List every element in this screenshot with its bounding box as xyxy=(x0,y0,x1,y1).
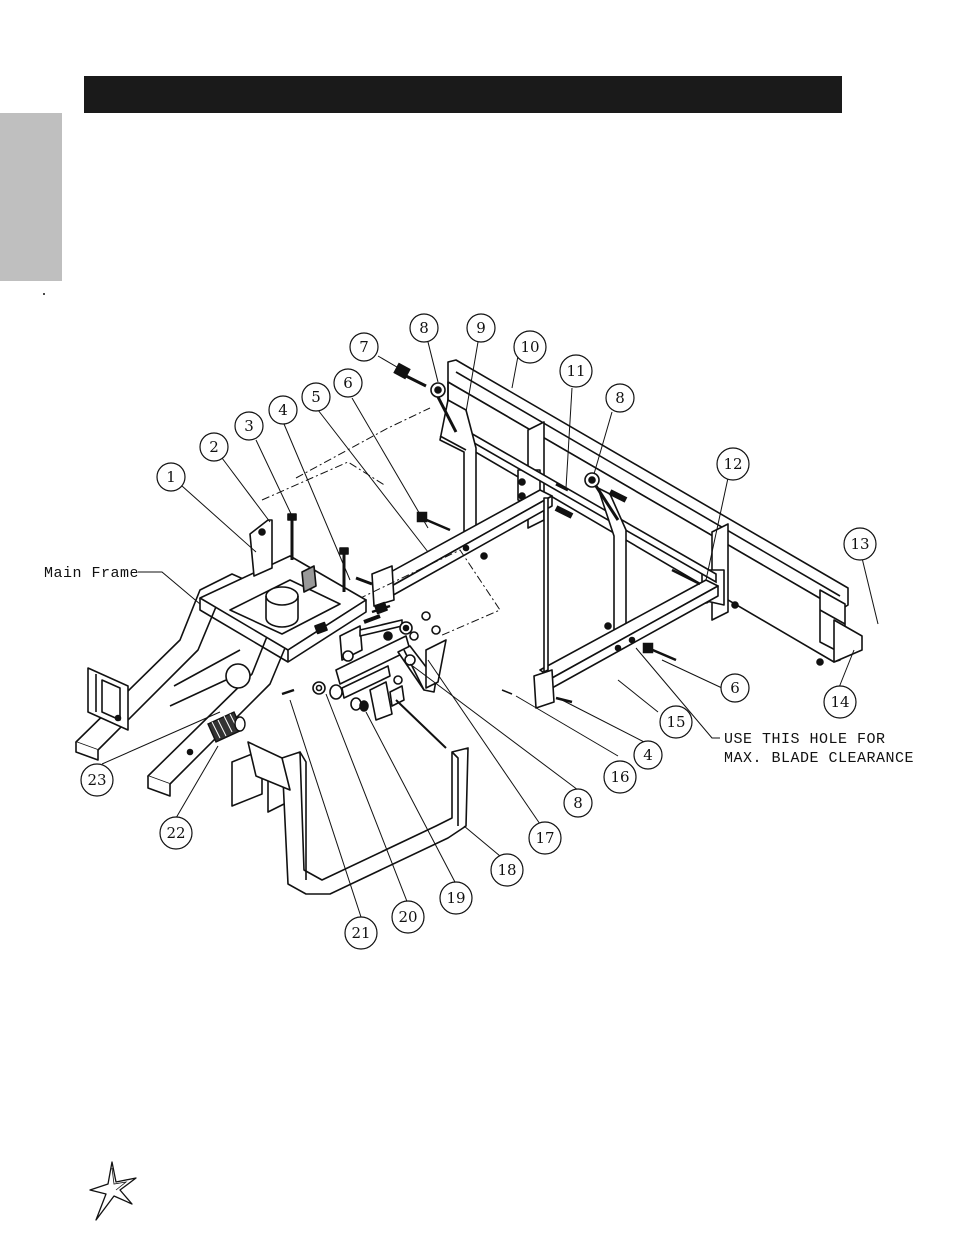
callout-10: 10 xyxy=(513,330,547,364)
svg-text:17: 17 xyxy=(535,829,554,847)
callout-14: 14 xyxy=(823,685,857,719)
callout-22: 22 xyxy=(159,816,193,850)
svg-text:14: 14 xyxy=(830,693,849,711)
callout-8b: 8 xyxy=(605,383,635,413)
callout-6: 6 xyxy=(333,368,363,398)
svg-text:6: 6 xyxy=(343,374,353,392)
blade xyxy=(447,359,863,663)
svg-text:23: 23 xyxy=(87,771,106,789)
callout-1: 1 xyxy=(156,462,186,492)
svg-text:20: 20 xyxy=(398,908,417,926)
callout-5: 5 xyxy=(301,382,331,412)
leader-lines xyxy=(101,341,879,921)
linkage xyxy=(281,601,447,721)
svg-text:21: 21 xyxy=(351,924,370,942)
svg-text:19: 19 xyxy=(446,889,465,907)
callout-8c: 8 xyxy=(563,788,593,818)
callout-17: 17 xyxy=(528,821,562,855)
svg-text:15: 15 xyxy=(666,713,685,731)
tiny-mark xyxy=(43,293,45,295)
svg-text:16: 16 xyxy=(610,768,629,786)
push-frame xyxy=(371,489,719,709)
main-frame-label: Main Frame xyxy=(44,565,139,582)
handle xyxy=(247,685,469,895)
callout-21: 21 xyxy=(344,916,378,950)
spring xyxy=(207,711,246,743)
callout-3: 3 xyxy=(234,411,264,441)
callout-16: 16 xyxy=(603,760,637,794)
svg-text:1: 1 xyxy=(166,468,176,486)
svg-text:4: 4 xyxy=(278,401,288,419)
callout-12: 12 xyxy=(716,447,750,481)
svg-text:2: 2 xyxy=(209,438,219,456)
callout-2: 2 xyxy=(199,432,229,462)
svg-text:8: 8 xyxy=(573,794,583,812)
svg-text:11: 11 xyxy=(566,362,585,380)
svg-text:12: 12 xyxy=(723,455,742,473)
callout-6b: 6 xyxy=(720,673,750,703)
svg-text:7: 7 xyxy=(359,338,369,356)
svg-text:3: 3 xyxy=(244,417,254,435)
callout-19: 19 xyxy=(439,881,473,915)
rod-ends xyxy=(393,362,628,521)
callout-18: 18 xyxy=(490,853,524,887)
callout-13: 13 xyxy=(843,527,877,561)
main-frame xyxy=(75,513,373,813)
note-line-1: USE THIS HOLE FOR xyxy=(724,731,886,748)
svg-text:4: 4 xyxy=(643,746,653,764)
callout-23: 23 xyxy=(80,763,114,797)
svg-text:22: 22 xyxy=(166,824,185,842)
callouts: 1 2 3 4 5 6 7 8 9 10 11 8 12 13 14 6 15 … xyxy=(80,313,877,950)
assembly-lines xyxy=(261,407,501,637)
callout-4: 4 xyxy=(268,395,298,425)
note-line-2: MAX. BLADE CLEARANCE xyxy=(724,750,914,767)
side-tab xyxy=(0,113,62,281)
svg-text:18: 18 xyxy=(497,861,516,879)
svg-text:8: 8 xyxy=(419,319,429,337)
callout-20: 20 xyxy=(391,900,425,934)
callout-4b: 4 xyxy=(633,740,663,770)
svg-text:8: 8 xyxy=(615,389,625,407)
callout-11: 11 xyxy=(559,354,593,388)
svg-text:10: 10 xyxy=(520,338,539,356)
callout-9: 9 xyxy=(466,313,496,343)
callout-7: 7 xyxy=(349,332,379,362)
svg-text:6: 6 xyxy=(730,679,740,697)
header-bar xyxy=(84,76,842,113)
svg-text:9: 9 xyxy=(476,319,486,337)
callout-15: 15 xyxy=(659,705,693,739)
callout-8: 8 xyxy=(409,313,439,343)
svg-text:13: 13 xyxy=(850,535,869,553)
svg-text:5: 5 xyxy=(311,388,321,406)
brand-star-logo xyxy=(89,1161,137,1221)
